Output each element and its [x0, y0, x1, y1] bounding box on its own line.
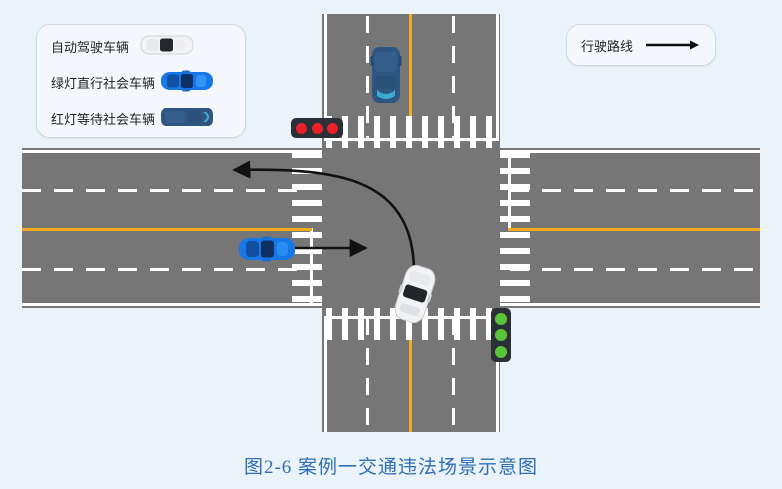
car-darkblue-top-view-icon	[159, 105, 215, 131]
edge-line-east-bottom	[500, 303, 760, 306]
legend-label-autonomous: 自动驾驶车辆	[51, 39, 130, 55]
lane-divider-north-right	[452, 16, 455, 138]
arrow-right-icon	[645, 39, 701, 51]
south-approach-signal[interactable]	[491, 308, 511, 362]
crosswalk-north	[326, 116, 498, 148]
edge-line-west-top	[22, 150, 322, 153]
north-approach-signal[interactable]	[291, 118, 343, 138]
waiting-vehicle-red-light[interactable]	[370, 46, 402, 104]
lane-divider-west-lower	[22, 268, 310, 271]
lane-divider-east-lower	[510, 268, 760, 271]
lane-divider-north-left	[366, 16, 369, 138]
lane-divider-south-right	[452, 318, 455, 432]
center-line-west	[22, 228, 312, 231]
center-line-east	[508, 228, 760, 231]
lane-divider-west-upper	[22, 189, 310, 192]
figure-caption: 图2-6 案例一交通违法场景示意图	[243, 457, 539, 478]
legend-item-autonomous: 自动驾驶车辆	[51, 28, 245, 64]
green-bulb-3	[495, 345, 507, 358]
legend-item-through: 绿灯直行社会车辆	[51, 64, 245, 100]
red-bulb-3	[327, 122, 339, 134]
legend-label-waiting: 红灯等待社会车辆	[51, 111, 156, 127]
green-bulb-2	[495, 329, 507, 341]
crosswalk-west	[292, 152, 322, 304]
edge-line-west-bottom	[22, 303, 322, 306]
car-blue-top-view-icon	[159, 69, 215, 95]
autonomous-vehicle[interactable]	[389, 261, 441, 327]
legend-label-through: 绿灯直行社会车辆	[51, 75, 156, 91]
crosswalk-east	[500, 152, 530, 304]
edge-line-north-left	[324, 14, 327, 140]
stop-box-east-top	[508, 150, 760, 153]
route-legend-box: 行驶路线	[566, 24, 716, 66]
legend-item-waiting: 红灯等待社会车辆	[51, 100, 245, 136]
center-line-north	[409, 14, 412, 140]
car-white-top-view-icon	[139, 33, 195, 59]
autonomous-left-turn-path	[232, 160, 416, 273]
center-line-south	[409, 316, 412, 432]
green-bulb-1	[495, 312, 507, 325]
through-vehicle-green-light[interactable]	[238, 235, 296, 263]
edge-line-north-right	[496, 14, 499, 140]
lane-divider-south-left	[366, 318, 369, 432]
red-bulb-1	[295, 122, 307, 134]
route-label: 行驶路线	[580, 38, 633, 54]
red-bulb-2	[311, 122, 323, 134]
lane-divider-east-upper	[510, 189, 760, 192]
legend-panel: 自动驾驶车辆 绿灯直行社会车辆	[36, 24, 246, 138]
edge-line-south-left	[324, 316, 327, 432]
edge-line-south-right	[496, 316, 499, 432]
